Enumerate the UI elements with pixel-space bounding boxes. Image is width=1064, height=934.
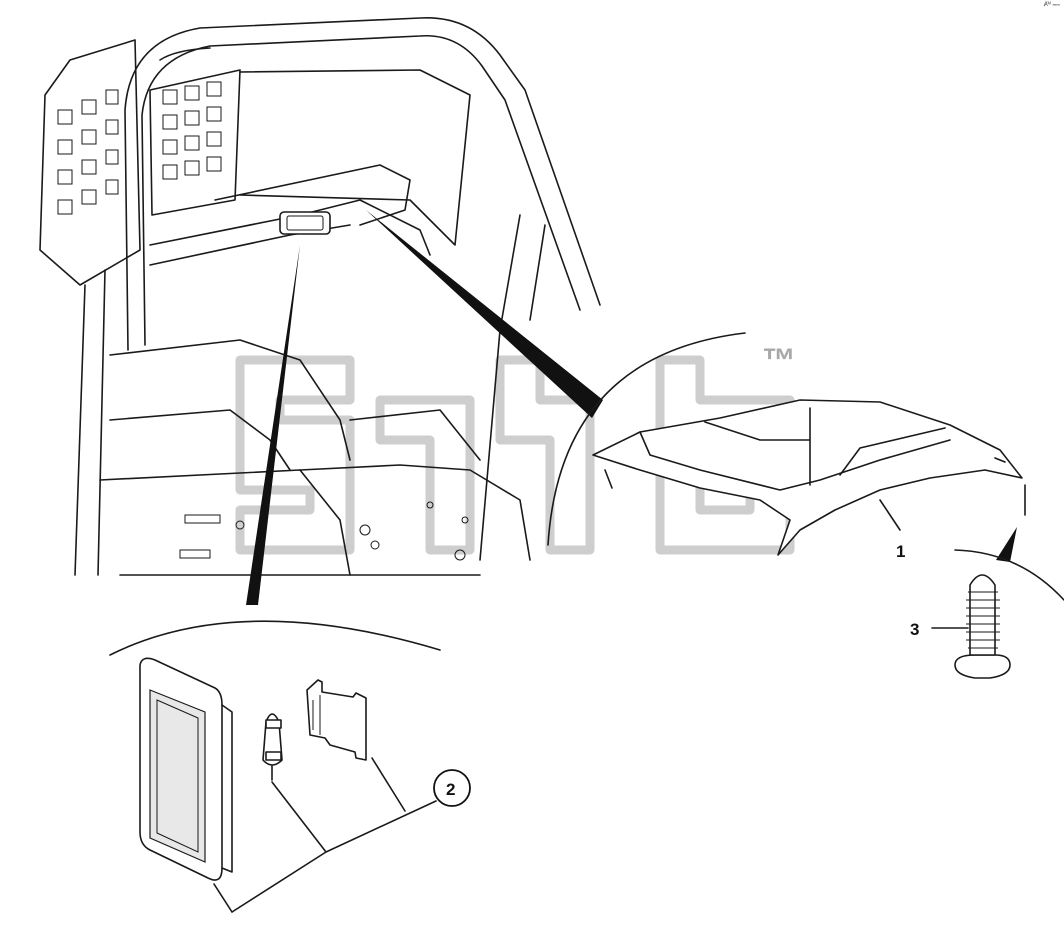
headliner-panel xyxy=(592,399,1023,556)
detail-arcs xyxy=(109,332,1064,656)
callout-3-label: 3 xyxy=(910,620,919,639)
corner-mark: Ⱥᴹ ₘₘ xyxy=(1043,2,1060,8)
callout-3: 3 xyxy=(910,620,969,639)
callout-2-label: 2 xyxy=(446,780,455,799)
dome-lamp-assembly xyxy=(139,657,437,913)
callout-2: 2 xyxy=(433,769,471,807)
pointer-wedges xyxy=(246,210,1017,605)
cab-frame xyxy=(39,17,601,576)
bulb xyxy=(262,713,283,781)
callout-1-label: 1 xyxy=(896,542,905,561)
dome-light-location xyxy=(279,211,331,235)
push-rivet-fastener xyxy=(954,484,1026,679)
callout-1: 1 xyxy=(879,499,905,561)
watermark-tm: ™ xyxy=(762,342,796,380)
